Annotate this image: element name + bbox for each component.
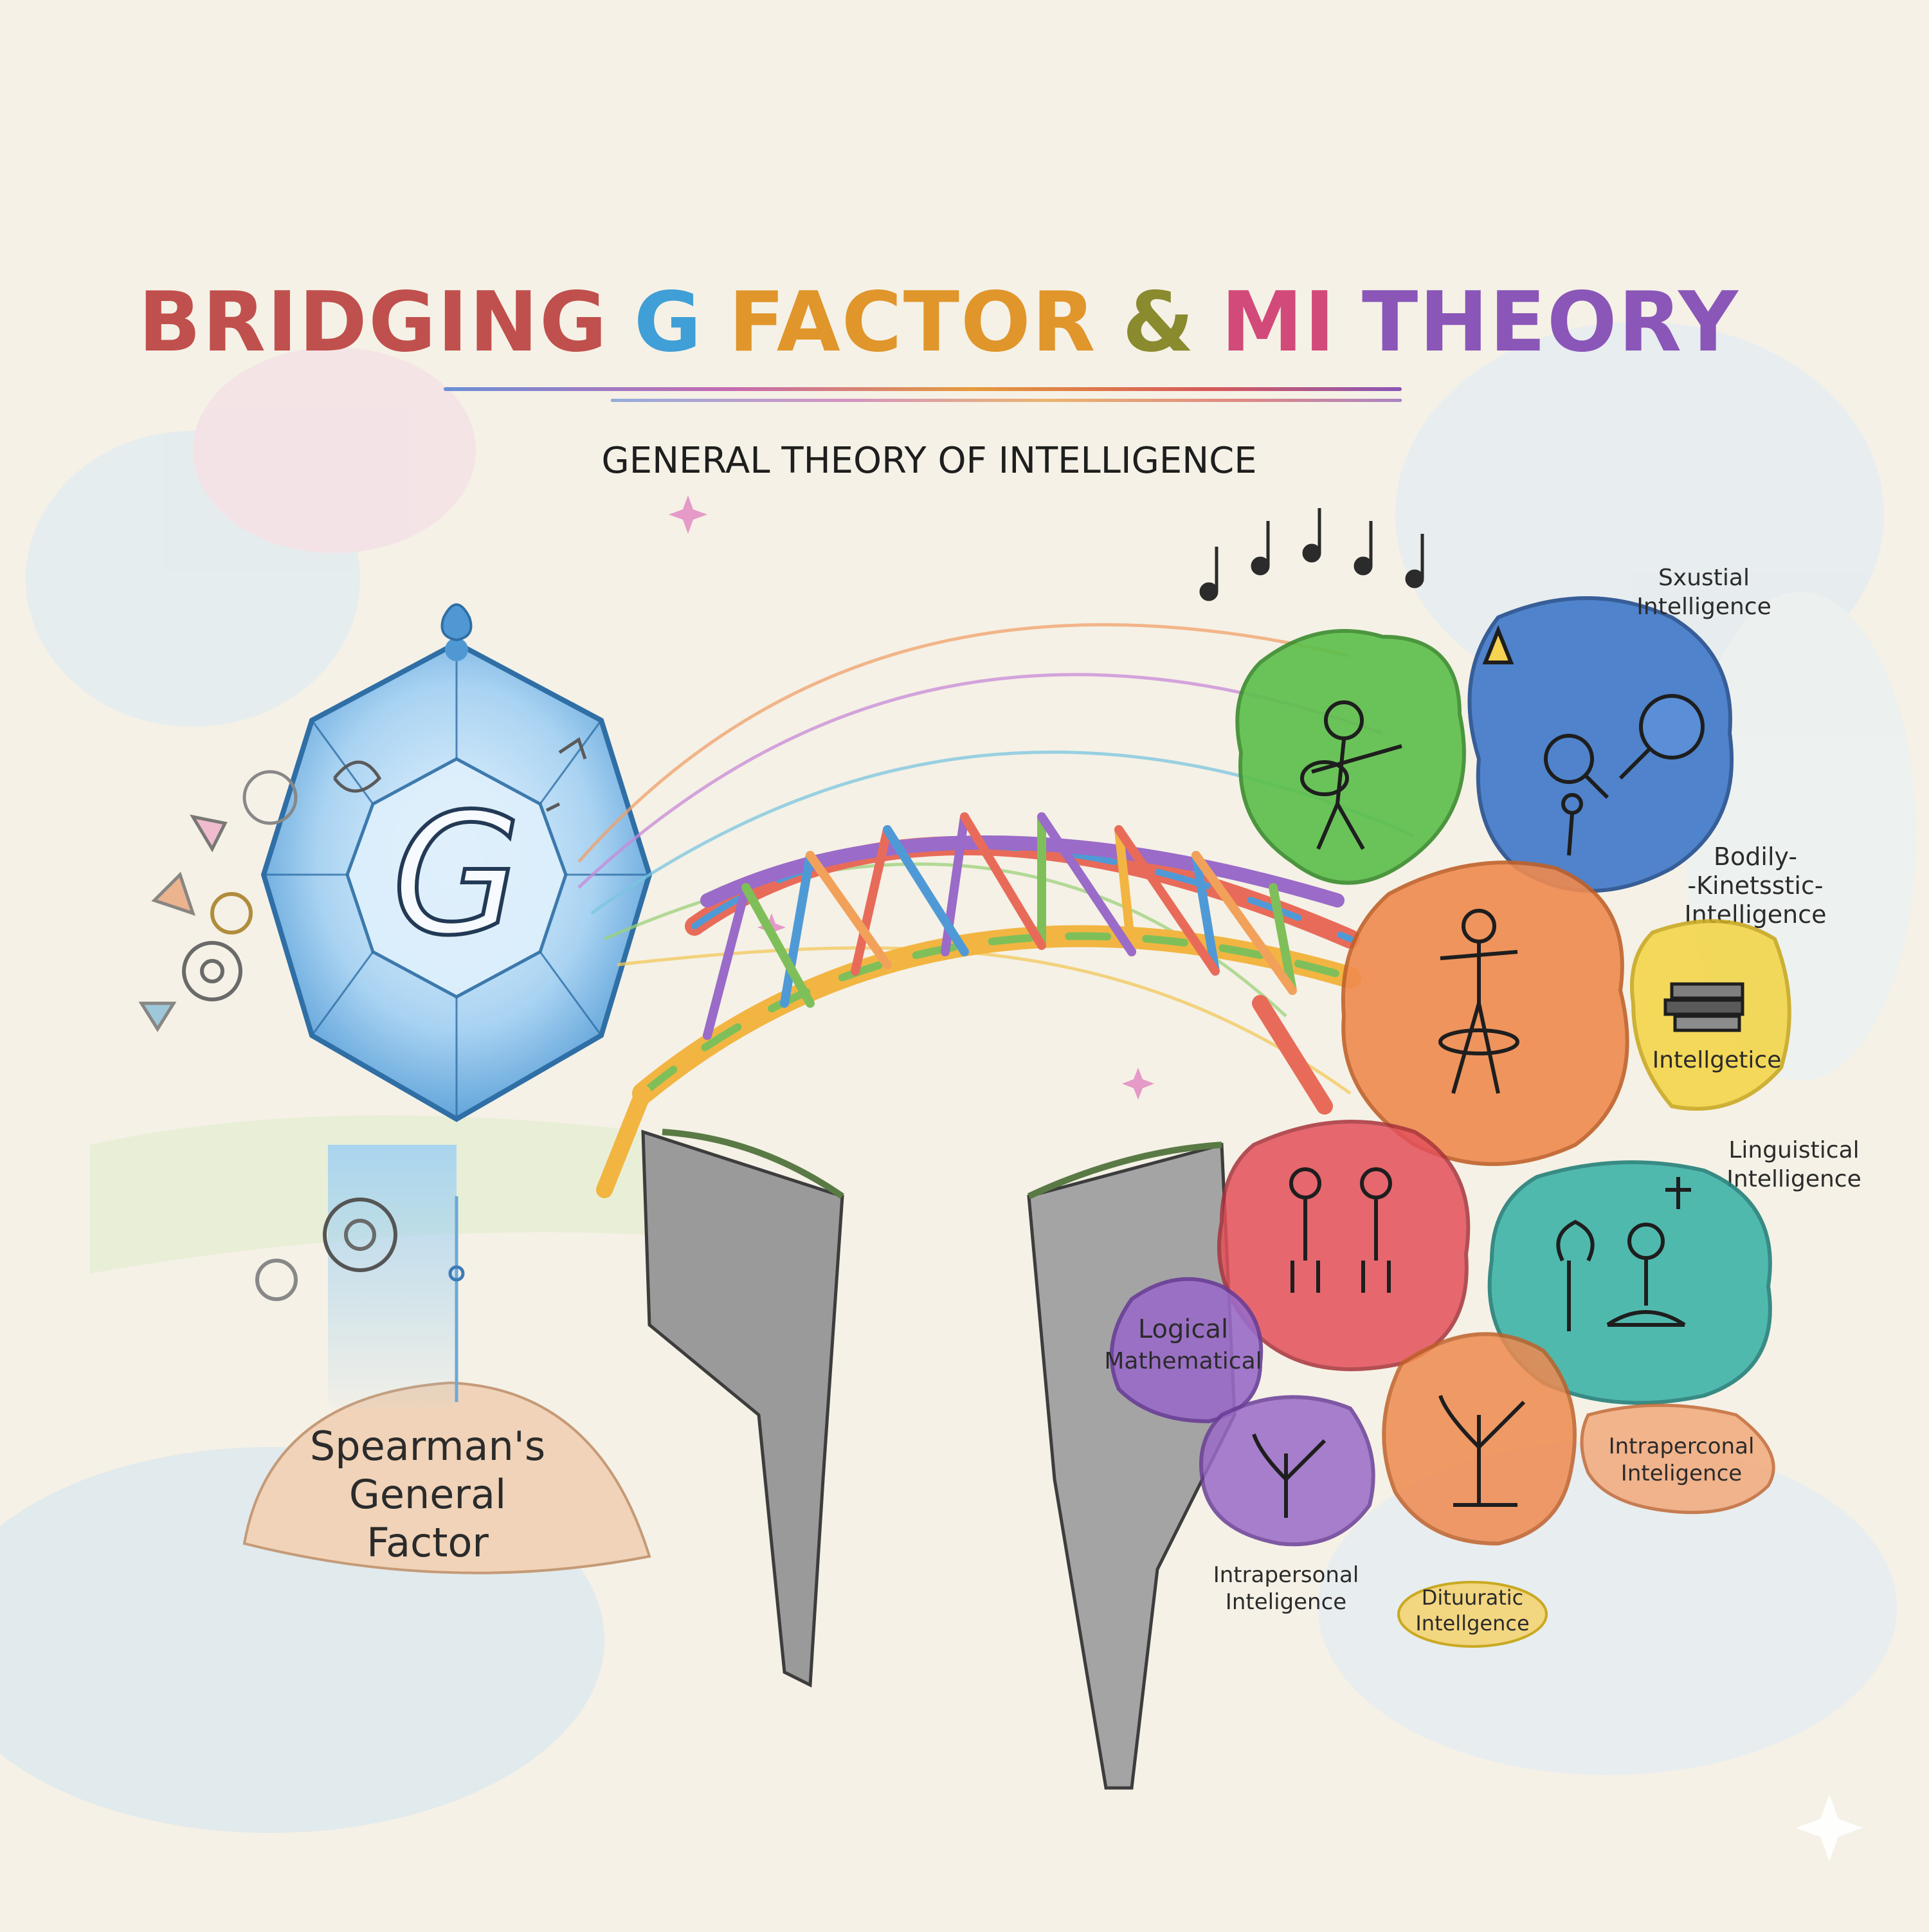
bodily-intelligence-blob xyxy=(1341,861,1629,1166)
spearman-label-line3: Factor xyxy=(367,1519,489,1566)
gem-top-drop-icon xyxy=(440,603,473,661)
logical-label-line2: Mathematical xyxy=(1104,1348,1262,1374)
linguistic-label: Linguistical Intelligence xyxy=(1726,1137,1861,1192)
spearman-label-line1: Spearman's xyxy=(310,1423,545,1470)
magnifier-people-icon xyxy=(1482,624,1705,856)
title-word-mi: MI xyxy=(1221,275,1336,370)
books-icon xyxy=(1663,982,1744,1032)
interpersonal-intelligence-blob xyxy=(1217,1120,1471,1371)
trees-icon xyxy=(1438,1394,1526,1507)
title-word-g: G xyxy=(634,275,703,370)
people-icon xyxy=(1289,1167,1392,1293)
spatial-intelligence-blob: Sxustial Intelligence xyxy=(1467,565,1771,893)
title-word-factor: FACTOR xyxy=(729,275,1096,370)
linguistic-intelligence-blob xyxy=(1487,1160,1772,1405)
intrapersonal-left-label-line1: Intrapersonal xyxy=(1213,1562,1359,1588)
title: BRIDGING G FACTOR&MI THEORY xyxy=(138,275,1739,402)
subtitle: GENERAL THEORY OF INTELLIGENCE xyxy=(601,440,1256,482)
spearman-label: Spearman's General Factor xyxy=(310,1423,545,1566)
title-word-theory: THEORY xyxy=(1362,275,1739,370)
intrapersonal-right-label-line1: Intraperconal xyxy=(1609,1434,1755,1459)
music-note-icons xyxy=(1199,508,1424,601)
math-symbol-icons xyxy=(138,737,587,1032)
musical-intelligence-blob xyxy=(1235,629,1466,885)
gem-letter: G xyxy=(392,778,521,972)
bodily-label: Bodily- -Kinetsstic- Intelligence xyxy=(1684,843,1826,929)
logical-label-line1: Logical xyxy=(1138,1315,1228,1344)
gem-light-beam xyxy=(328,1145,457,1408)
naturalist-label-line2: Intellgence xyxy=(1415,1611,1529,1636)
gem-stem-bead xyxy=(448,1265,465,1282)
left-cliff xyxy=(641,1129,844,1688)
books-intelligence-blob: Intellgetice xyxy=(1630,919,1791,1111)
title-underline-top xyxy=(444,387,1402,391)
intrapersonal-left-blob: Intrapersonal Inteligence xyxy=(1199,1395,1375,1615)
logical-intelligence-blob: Logical Mathematical xyxy=(1104,1277,1263,1424)
g-factor-gem: G xyxy=(260,640,653,1122)
background-clouds xyxy=(0,322,1916,1833)
bodily-label-line1: Bodily- xyxy=(1714,843,1797,871)
intrapersonal-right-label-line2: Inteligence xyxy=(1621,1461,1742,1486)
sparkle-icons xyxy=(669,495,1154,1100)
corner-sparkle-icon xyxy=(1796,1794,1863,1861)
meditation-icon xyxy=(1556,1177,1691,1331)
naturalist-blob: Dituuratic Intellgence xyxy=(1382,1332,1577,1648)
title-underline-bottom xyxy=(611,399,1402,402)
title-word-bridging: BRIDGING xyxy=(138,275,608,370)
linguistic-label-line1: Linguistical xyxy=(1728,1137,1859,1163)
title-word-ampersand: & xyxy=(1122,275,1195,370)
naturalist-label-bg xyxy=(1397,1581,1548,1648)
intrapersonal-right-blob: Intraperconal Inteligence xyxy=(1580,1403,1775,1515)
spatial-label-line2: Intelligence xyxy=(1636,594,1771,620)
sprout-icon xyxy=(1252,1434,1327,1518)
intrapersonal-left-label-line2: Inteligence xyxy=(1226,1589,1346,1615)
dancer-icon xyxy=(1438,909,1519,1094)
naturalist-label-line1: Dituuratic xyxy=(1422,1585,1523,1610)
gear-icons xyxy=(182,892,397,1301)
books-label: Intellgetice xyxy=(1653,1047,1782,1073)
bodily-label-line2: -Kinetsstic- xyxy=(1687,871,1823,900)
spearman-label-line2: General xyxy=(349,1471,506,1518)
guitar-player-icon xyxy=(1300,700,1402,850)
pencil-bridge xyxy=(596,812,1361,1198)
linguistic-label-line2: Intelligence xyxy=(1726,1166,1861,1192)
spatial-label-line1: Sxustial xyxy=(1658,565,1750,591)
